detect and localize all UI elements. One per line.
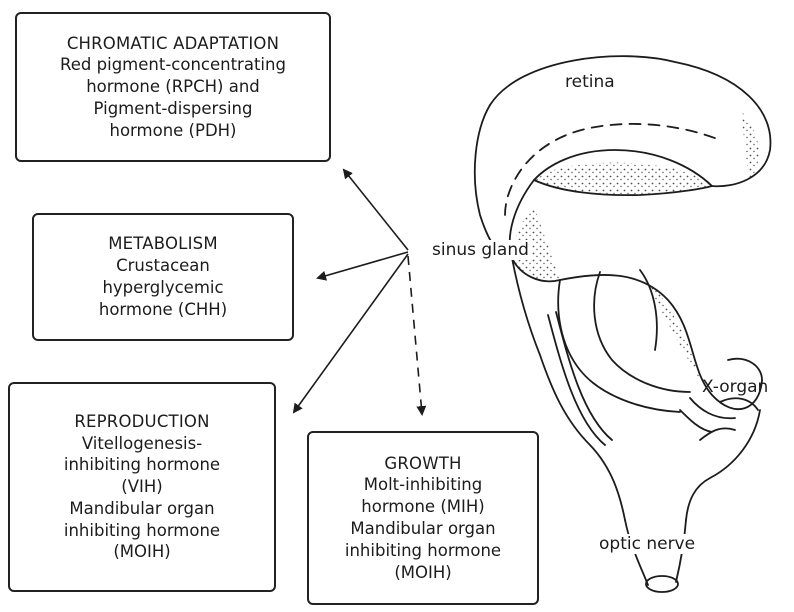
metabolism-line-1: Crustacean [34, 255, 292, 277]
x-organ-label: X-organ [702, 377, 768, 397]
chromatic-line-1: Red pigment-concentrating [17, 54, 329, 76]
reproduction-line-1: Vitellogenesis- [10, 433, 274, 455]
arrow-to-chromatic [344, 170, 408, 250]
sinus-gland-label: sinus gland [430, 240, 531, 260]
growth-line-4: inhibiting hormone [309, 540, 537, 562]
reproduction-heading: REPRODUCTION [10, 411, 274, 433]
metabolism-line-3: hormone (CHH) [34, 299, 292, 321]
metabolism-box: METABOLISM Crustacean hyperglycemic horm… [32, 213, 294, 341]
growth-line-5: (MOIH) [309, 562, 537, 584]
hormone-arrows [294, 170, 422, 414]
metabolism-heading: METABOLISM [34, 233, 292, 255]
growth-box: GROWTH Molt-inhibiting hormone (MIH) Man… [307, 431, 539, 605]
growth-line-2: hormone (MIH) [309, 496, 537, 518]
chromatic-line-2: hormone (RPCH) and [17, 76, 329, 98]
chromatic-line-3: Pigment-dispersing [17, 98, 329, 120]
growth-line-1: Molt-inhibiting [309, 474, 537, 496]
chromatic-line-4: hormone (PDH) [17, 120, 329, 142]
reproduction-line-5: inhibiting hormone [10, 520, 274, 542]
reproduction-line-4: Mandibular organ [10, 498, 274, 520]
retina-label: retina [565, 72, 615, 92]
chromatic-adaptation-box: CHROMATIC ADAPTATION Red pigment-concent… [15, 12, 331, 162]
metabolism-line-2: hyperglycemic [34, 277, 292, 299]
reproduction-line-2: inhibiting hormone [10, 454, 274, 476]
arrow-to-reproduction [294, 254, 408, 412]
optic-nerve-label: optic nerve [597, 534, 697, 554]
reproduction-line-6: (MOIH) [10, 541, 274, 563]
reproduction-box: REPRODUCTION Vitellogenesis- inhibiting … [8, 382, 276, 592]
arrow-to-metabolism [318, 252, 408, 278]
chromatic-heading: CHROMATIC ADAPTATION [17, 33, 329, 55]
growth-line-3: Mandibular organ [309, 518, 537, 540]
growth-heading: GROWTH [309, 453, 537, 475]
arrow-to-growth [408, 256, 422, 414]
reproduction-line-3: (VIH) [10, 476, 274, 498]
